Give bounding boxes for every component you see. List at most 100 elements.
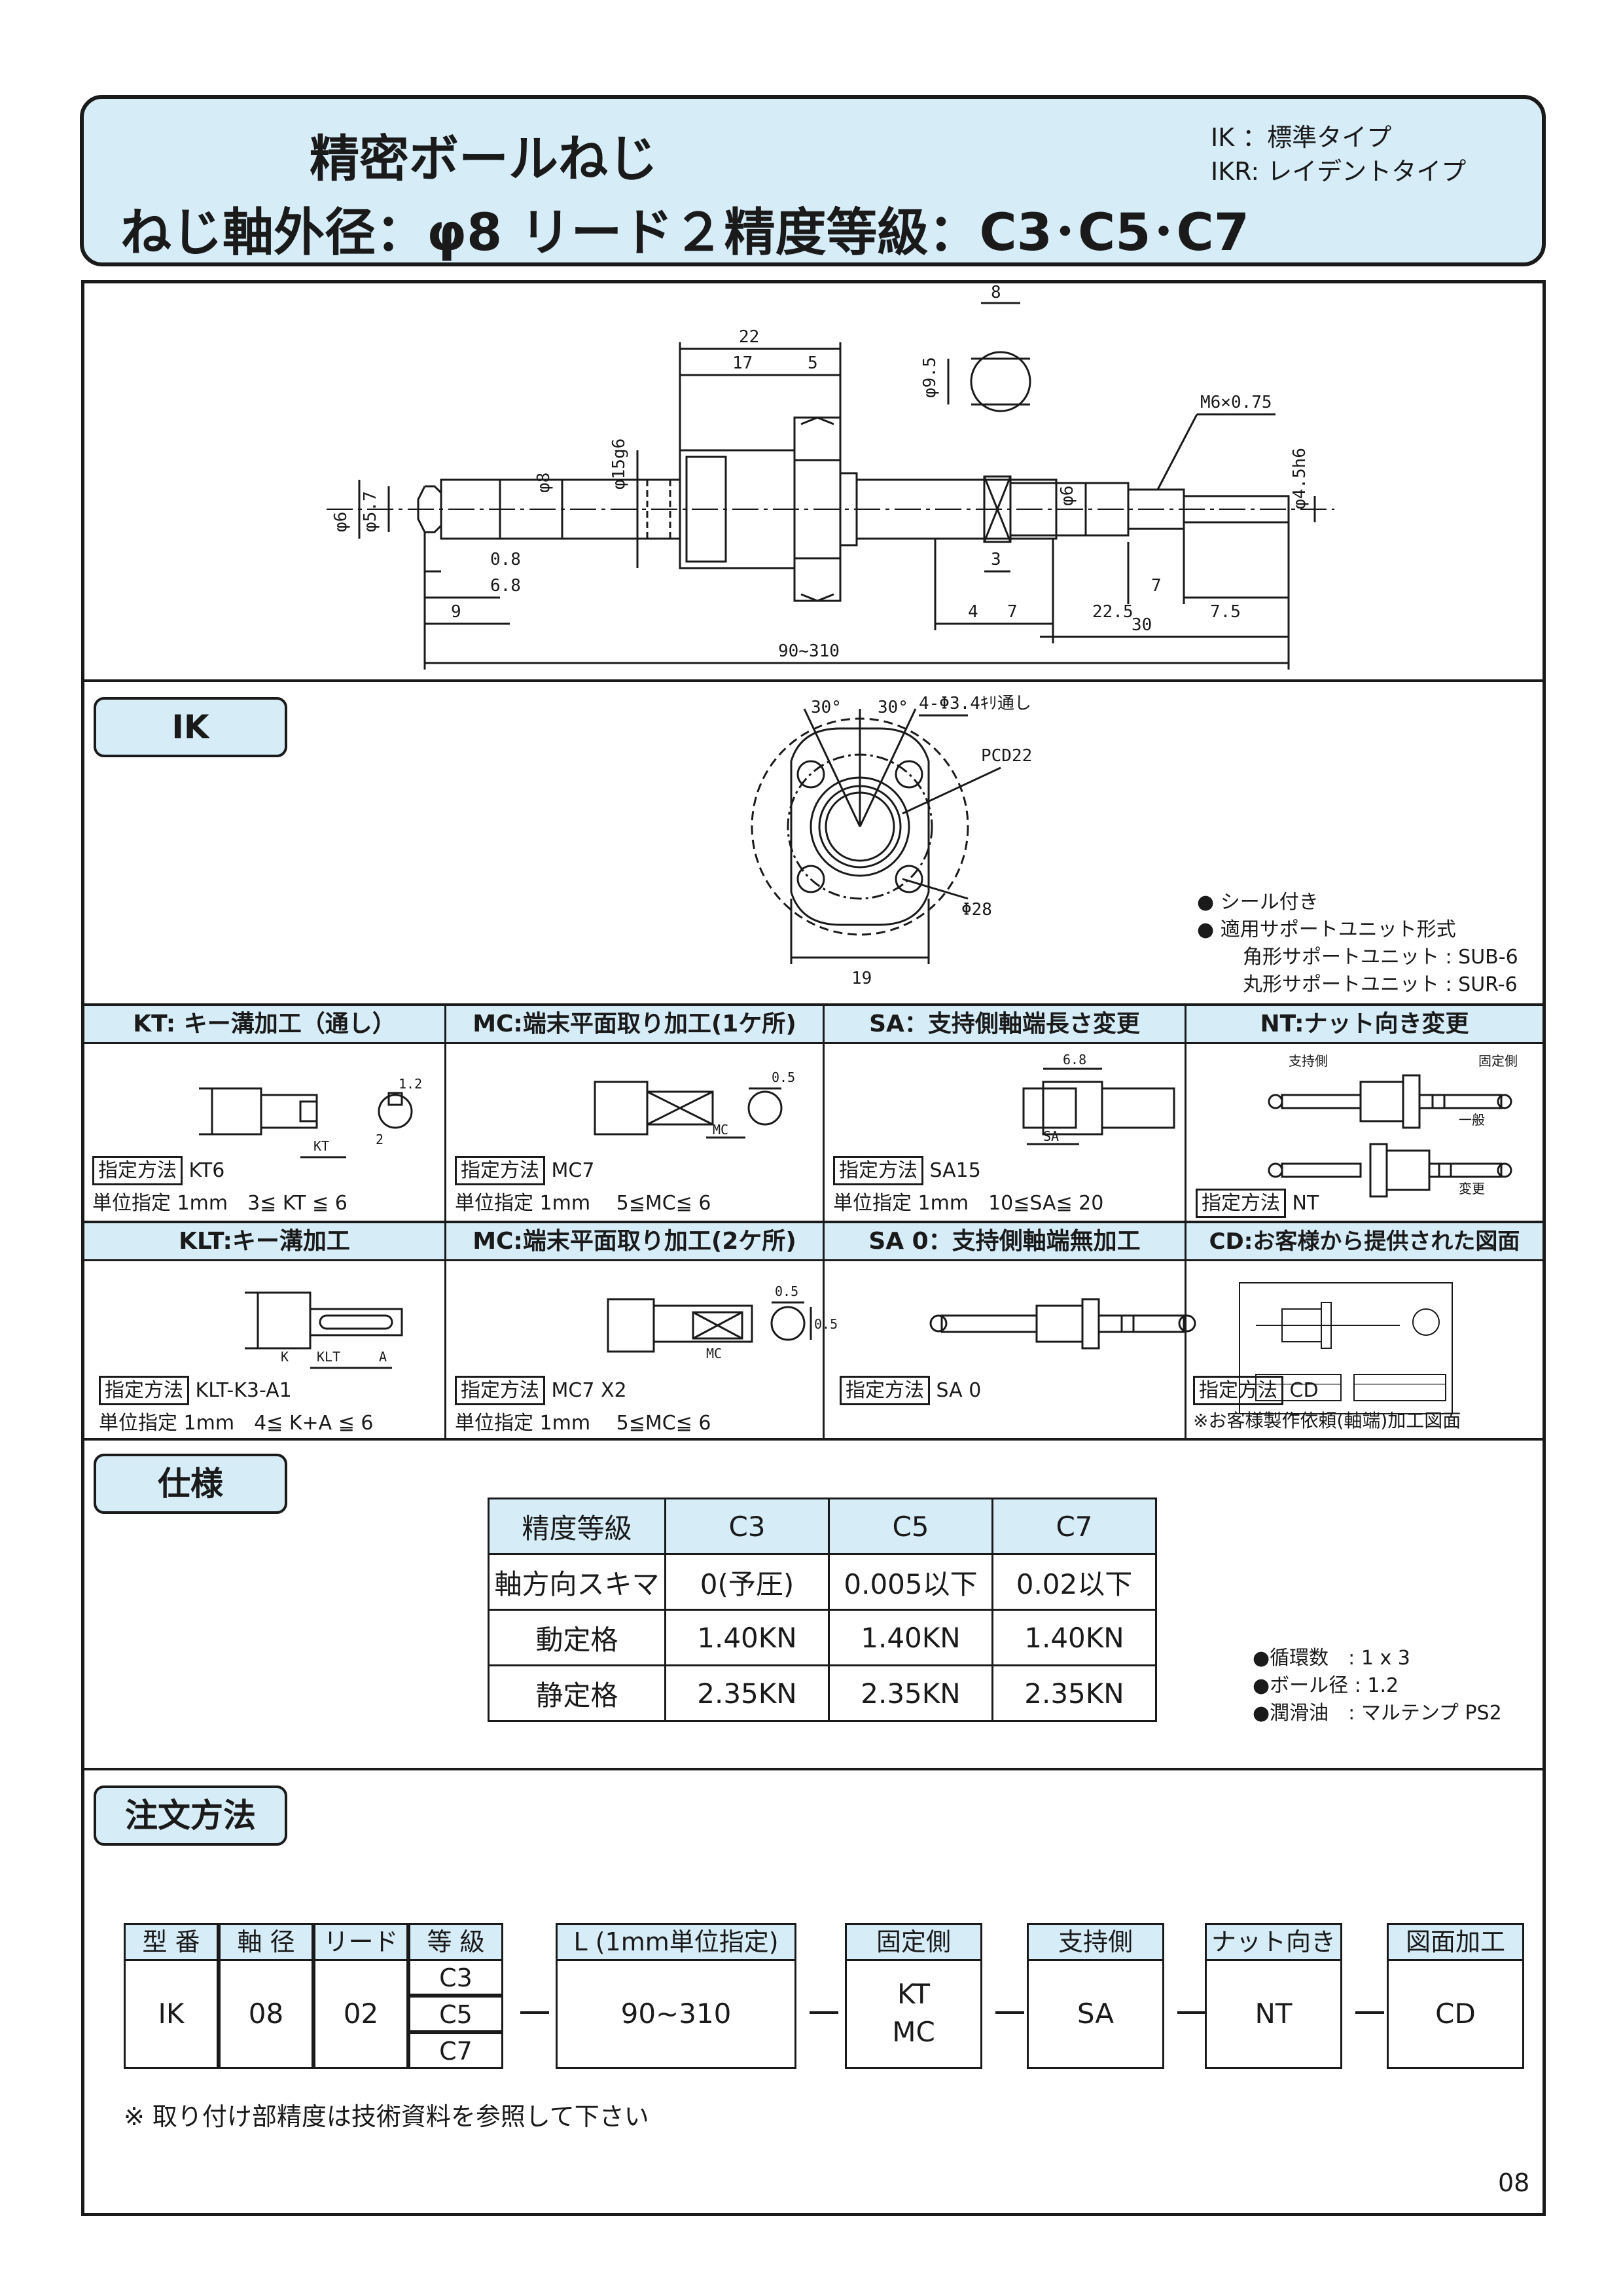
dim-phi15: φ15g6 <box>609 439 629 490</box>
dim-7-5: 7.5 <box>1210 602 1241 622</box>
opt-head-sa0: SA 0：支持側軸端無加工 <box>825 1223 1185 1261</box>
ik-width: 19 <box>851 969 872 988</box>
grid-line <box>823 1006 825 1438</box>
order-head-model: 型 番 <box>124 1923 219 1961</box>
dim-phi6-left: φ6 <box>331 512 351 532</box>
cd-unit: ※お客様製作依頼(軸端)加工図面 <box>1193 1410 1461 1431</box>
nt-label-changed: 変更 <box>1459 1181 1485 1196</box>
mc1-spec: 指定方法 MC7 <box>455 1154 594 1185</box>
type-ikr: IKR: レイデントタイプ <box>1211 157 1467 186</box>
opt-head-klt: KLT:キー溝加工 <box>84 1223 444 1261</box>
section-label-ik: IK <box>94 697 287 757</box>
order-head-length: L (1mm単位指定) <box>556 1923 796 1961</box>
ik-note-seal: ● シール付き <box>1197 891 1319 914</box>
page-number: 08 <box>1498 2168 1530 2197</box>
opt-head-cd: CD:お客様から提供された図面 <box>1186 1223 1543 1261</box>
order-grade-c5: C5 <box>408 1996 503 2032</box>
order-head-support: 支持側 <box>1027 1923 1164 1961</box>
content-frame: 22 17 5 8 φ9.5 φ6 φ5.7 φ8 φ15g6 φ6 M6×0.… <box>81 280 1546 2216</box>
sa-unit: 単位指定 1mm 10≦SA≦ 20 <box>833 1192 1104 1215</box>
dim-5: 5 <box>808 353 818 373</box>
dim-22: 22 <box>739 327 759 347</box>
dim-7b: 7 <box>1007 602 1018 622</box>
ik-dia: Φ28 <box>961 900 992 920</box>
spec-row: 静定格 2.35KN 2.35KN 2.35KN <box>488 1664 1157 1722</box>
order-grade-c3: C3 <box>408 1959 503 1996</box>
spec-note-lube: ●潤滑油 : マルテンプ PS2 <box>1253 1702 1502 1725</box>
dim-9-5: φ9.5 <box>920 357 940 398</box>
kt-label-kt: KT <box>313 1138 329 1154</box>
dim-phi6-right: φ6 <box>1058 486 1077 506</box>
ik-angle-1: 30° <box>811 698 842 717</box>
klt-spec: 指定方法 KLT-K3-A1 <box>99 1374 292 1405</box>
ik-angle-2: 30° <box>878 698 908 717</box>
spec-row: 軸方向スキマ 0(予圧) 0.005以下 0.02以下 <box>488 1553 1157 1611</box>
grid-line <box>1185 1006 1186 1438</box>
dim-8: 8 <box>991 283 1001 302</box>
option-drawings-row2: K KLT A 0.5 0.5 MC <box>245 1282 1453 1414</box>
order-dash <box>1355 2011 1384 2014</box>
kt-unit: 単位指定 1mm 3≦ KT ≦ 6 <box>92 1192 348 1215</box>
shaft-drawing: 22 17 5 8 φ9.5 φ6 φ5.7 φ8 φ15g6 φ6 M6×0.… <box>327 283 1334 670</box>
order-lead: 02 <box>313 1959 408 2069</box>
nt-label-normal: 一般 <box>1459 1112 1485 1128</box>
spec-note-ball: ●ボール径 : 1.2 <box>1253 1674 1399 1697</box>
nt-spec: 指定方法 NT <box>1196 1187 1319 1218</box>
order-head-fixed: 固定側 <box>845 1923 982 1961</box>
ik-pcd: PCD22 <box>981 746 1032 766</box>
opt-head-sa: SA：支持側軸端長さ変更 <box>825 1006 1185 1044</box>
mc2-label-a: 0.5 <box>775 1283 798 1299</box>
divider <box>84 1003 1543 1006</box>
kt-spec: 指定方法 KT6 <box>92 1154 224 1185</box>
spec-col-c3: C3 <box>664 1498 830 1555</box>
spec-col-c7: C7 <box>991 1498 1157 1555</box>
cd-spec: 指定方法 CD <box>1193 1374 1319 1405</box>
ik-unit-square: 角形サポートユニット : SUB-6 <box>1243 946 1518 969</box>
klt-label-a: A <box>379 1349 387 1365</box>
order-dash <box>810 2011 838 2014</box>
ik-unit-round: 丸形サポートユニット : SUR-6 <box>1243 973 1518 996</box>
spec-col-grade: 精度等級 <box>488 1498 666 1555</box>
section-label-spec: 仕様 <box>94 1454 287 1514</box>
order-dash <box>1177 2011 1206 2014</box>
spec-note-circuits: ●循環数 : 1 x 3 <box>1253 1647 1410 1670</box>
order-head-shaft: 軸 径 <box>219 1923 313 1961</box>
dim-phi8: φ8 <box>534 473 554 493</box>
dim-phi5-7: φ5.7 <box>361 491 380 532</box>
mc2-unit: 単位指定 1mm 5≦MC≦ 6 <box>455 1412 711 1435</box>
section-label-order: 注文方法 <box>94 1785 287 1846</box>
spec-row: 動定格 1.40KN 1.40KN 1.40KN <box>488 1609 1157 1666</box>
order-support: SA <box>1027 1959 1164 2069</box>
divider <box>84 679 1543 682</box>
opt-head-mc1: MC:端末平面取り加工(1ケ所) <box>446 1006 823 1044</box>
mc1-unit: 単位指定 1mm 5≦MC≦ 6 <box>455 1192 711 1215</box>
ik-holes: 4-Φ3.4ｷﾘ通し <box>919 694 1031 713</box>
dim-7a: 7 <box>1151 576 1162 596</box>
order-head-grade: 等 級 <box>408 1923 503 1961</box>
dim-phi4-5: φ4.5h6 <box>1290 448 1310 509</box>
dim-17: 17 <box>732 353 753 373</box>
order-drawing: CD <box>1387 1959 1524 2069</box>
order-grade-c7: C7 <box>408 2032 503 2069</box>
mc1-label-a: 0.5 <box>772 1069 795 1085</box>
order-footnote: ※ 取り付け部精度は技術資料を参照して下さい <box>124 2102 649 2131</box>
ik-notes: ● シール付き ● 適用サポートユニット形式 角形サポートユニット : SUB-… <box>1197 889 1518 999</box>
option-drawings-row1: 1.2 KT 2 0.5 MC 6.8 SA 支持側 固定側 一般 変更 <box>199 1052 1518 1198</box>
page-title: 精密ボールねじ <box>310 130 658 188</box>
mc2-label-mc: MC <box>706 1346 722 1361</box>
dim-22-5: 22.5 <box>1092 602 1133 622</box>
dim-3: 3 <box>991 550 1001 569</box>
mc2-label-b: 0.5 <box>814 1316 838 1332</box>
dim-total-length: 90~310 <box>778 641 840 661</box>
spec-table: 精度等級 C3 C5 C7 軸方向スキマ 0(予圧) 0.005以下 0.02以… <box>488 1498 1157 1722</box>
order-length: 90~310 <box>556 1959 796 2069</box>
opt-head-kt: KT: キー溝加工（通し） <box>84 1006 444 1044</box>
klt-unit: 単位指定 1mm 4≦ K+A ≦ 6 <box>99 1412 374 1435</box>
order-fixed: KT MC <box>845 1959 982 2069</box>
ik-note-support: ● 適用サポートユニット形式 <box>1197 918 1456 941</box>
sa0-spec: 指定方法 SA 0 <box>840 1374 981 1405</box>
order-dash <box>520 2011 549 2014</box>
page-subtitle: ねじ軸外径：φ8 リード２精度等級：C3･C5･C7 <box>120 204 1249 262</box>
sa-label-a: 6.8 <box>1063 1052 1086 1067</box>
order-dash <box>995 2011 1024 2014</box>
